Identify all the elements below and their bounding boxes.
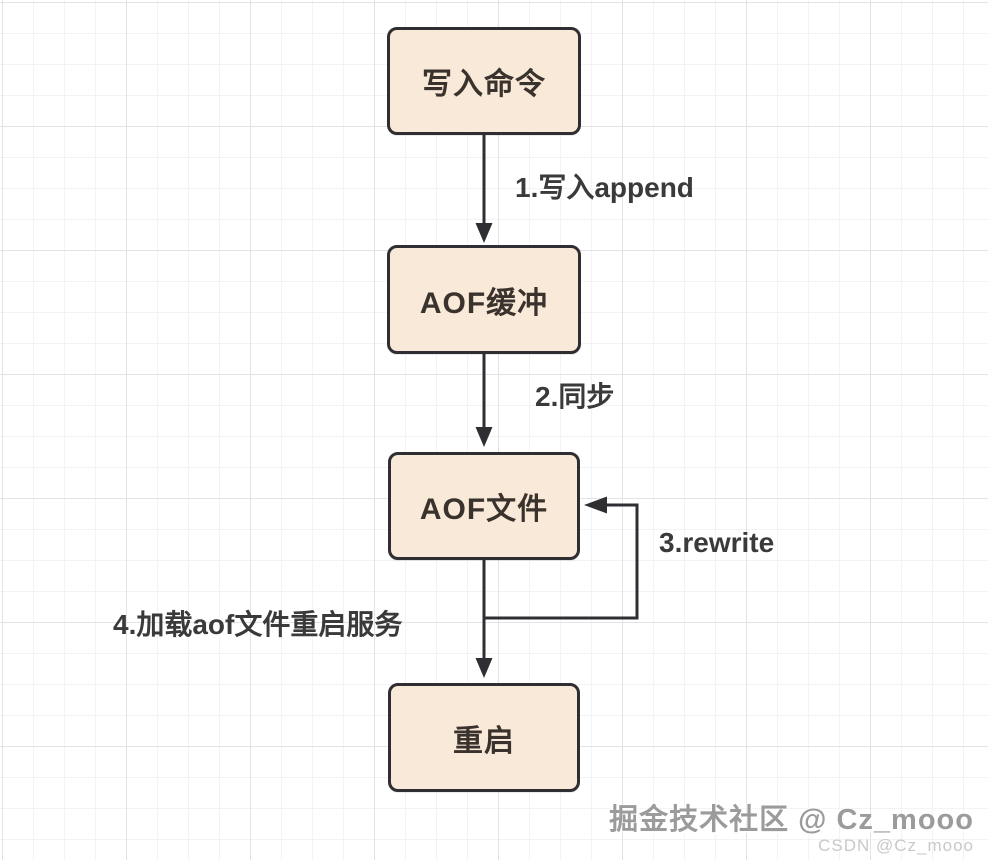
node-restart: 重启 [388, 683, 580, 792]
watermark-juejin: 掘金技术社区 @ Cz_mooo [609, 804, 974, 837]
edge-label-rewrite: 3.rewrite [659, 527, 775, 558]
node-aof-buffer-label: AOF缓冲 [419, 286, 549, 320]
node-restart-label: 重启 [453, 724, 515, 758]
node-aof-buffer: AOF缓冲 [387, 245, 581, 354]
arrowhead-down-icon [475, 658, 493, 678]
node-aof-file: AOF文件 [388, 452, 580, 560]
arrowhead-down-icon [475, 223, 493, 243]
node-write-command: 写入命令 [387, 27, 581, 135]
node-aof-file-label: AOF文件 [419, 493, 549, 526]
watermark-csdn: CSDN @Cz_mooo [818, 836, 974, 856]
arrowhead-left-icon [584, 496, 607, 514]
edge-label-sync: 2.同步 [535, 381, 615, 412]
edge-label-load-aof-restart: 4.加载aof文件重启服务 [113, 609, 403, 640]
edge-label-write-append: 1.写入append [515, 172, 694, 203]
arrowhead-down-icon [475, 427, 493, 447]
node-write-command-label: 写入命令 [422, 68, 546, 101]
watermark: 掘金技术社区 @ Cz_mooo CSDN @Cz_mooo [609, 805, 974, 856]
